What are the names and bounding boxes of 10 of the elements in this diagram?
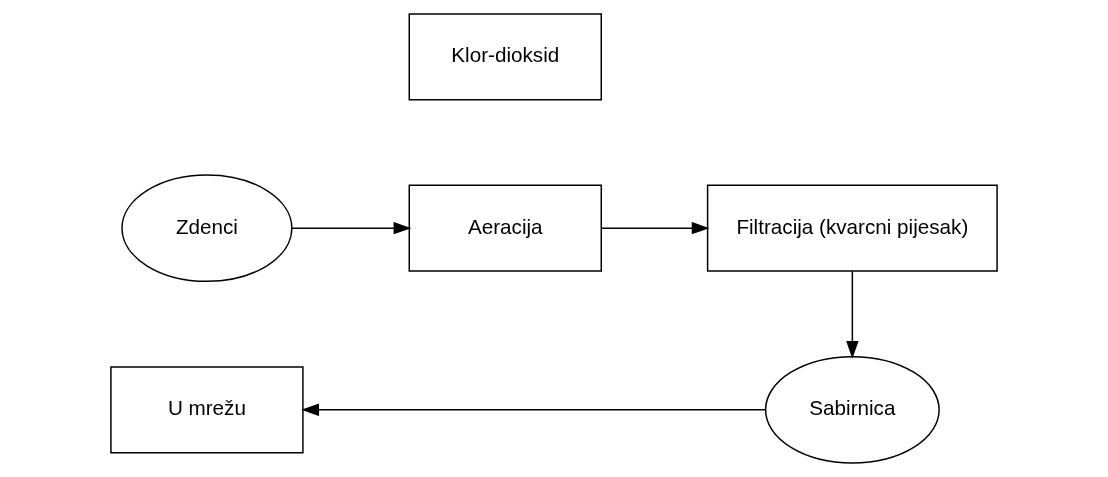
arrow (600, 221, 710, 235)
arrow (301, 403, 766, 417)
node-ellipse: Sabirnica (764, 355, 940, 464)
node-ellipse: Zdenci (121, 174, 293, 283)
node-box: Klor-dioksid (408, 13, 602, 101)
arrow (291, 221, 412, 235)
arrow (846, 270, 859, 359)
node-box: Filtracija (kvarcni pijesak) (706, 184, 998, 272)
node-box: U mrežu (110, 366, 304, 454)
node-box: Aeracija (408, 184, 602, 272)
